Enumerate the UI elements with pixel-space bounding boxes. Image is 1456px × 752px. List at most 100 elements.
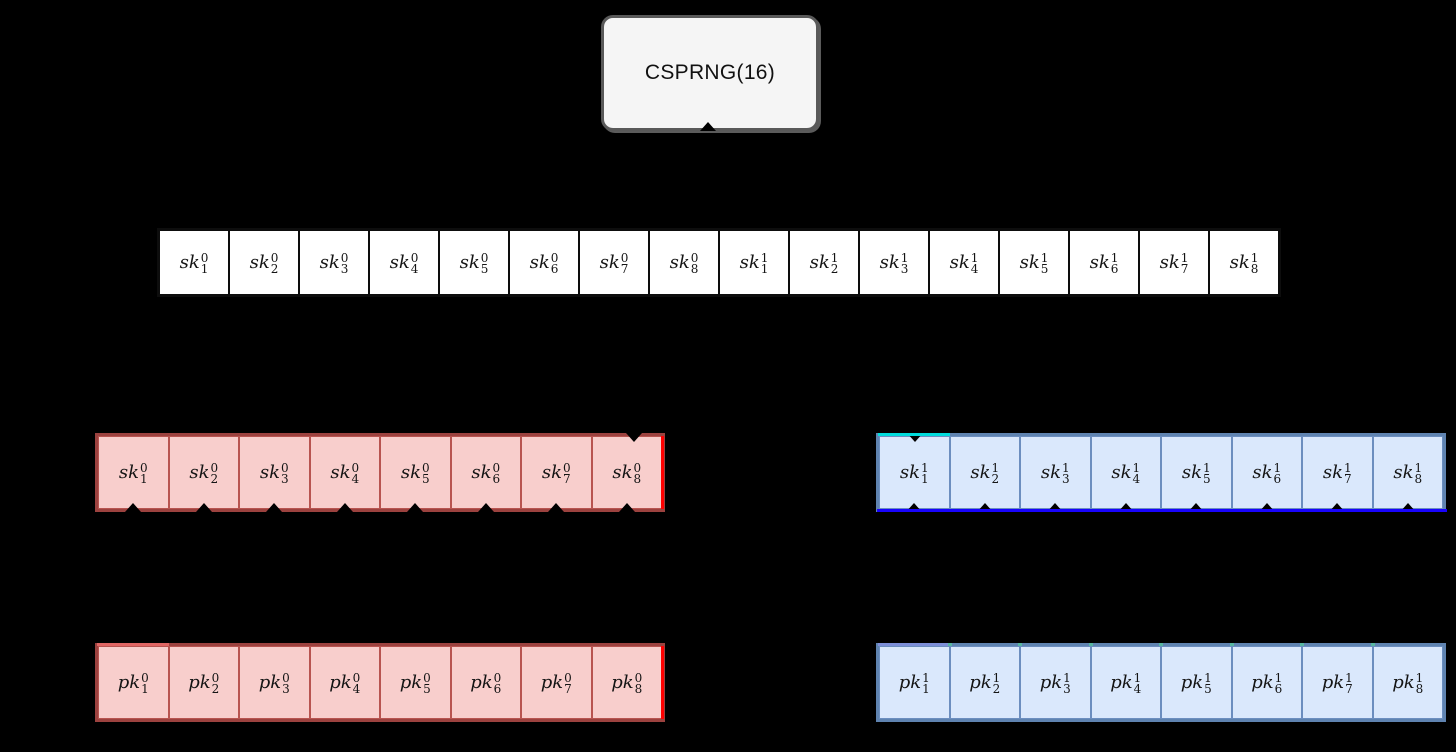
- key-cell-base: sk: [1159, 252, 1180, 273]
- arrow-notch: [976, 503, 993, 512]
- key-cell-base: sk: [541, 462, 562, 483]
- key-cell-subscript: 5: [1203, 471, 1211, 486]
- csprng-node[interactable]: CSPRNG(16): [601, 15, 819, 131]
- key-cell-subscript: 6: [1110, 261, 1119, 276]
- key-cell-superscript: 1: [900, 250, 909, 265]
- key-cell-base: sk: [1322, 462, 1343, 483]
- row-top-highlight: [97, 643, 169, 646]
- key-cell-base: sk: [1229, 252, 1250, 273]
- key-cell-superscript: 1: [1063, 670, 1071, 685]
- key-cell-base: sk: [459, 252, 480, 273]
- key-cell-superscript: 0: [620, 250, 629, 265]
- key-cell-base: sk: [1111, 462, 1132, 483]
- key-cell-subscript: 8: [634, 681, 643, 696]
- key-cell-subscript: 1: [141, 681, 149, 696]
- key-cell-superscript: 0: [140, 460, 148, 475]
- key-cell-base: pk: [329, 672, 352, 693]
- key-cell-subscript: 3: [281, 471, 289, 486]
- key-cell-base: pk: [611, 672, 634, 693]
- red-edge-accent: [661, 436, 664, 509]
- key-cell-subscript: 2: [210, 471, 219, 486]
- key-cell-base: sk: [249, 252, 270, 273]
- key-cell-superscript: 1: [1415, 670, 1424, 685]
- key-cell-superscript: 1: [1250, 250, 1259, 265]
- key-cell-subscript: 8: [1250, 261, 1259, 276]
- key-cell-base: sk: [471, 462, 492, 483]
- key-cell-base: pk: [399, 672, 423, 693]
- arrow-notch: [626, 433, 642, 442]
- key-cell-subscript: 7: [1345, 681, 1353, 696]
- key-cell-base: pk: [1392, 672, 1415, 693]
- key-cell-subscript: 8: [690, 261, 699, 276]
- arrow-tip-dot: [1300, 643, 1304, 646]
- key-cell-subscript: 5: [423, 681, 431, 696]
- key-cell-base: sk: [529, 252, 550, 273]
- key-cell-superscript: 0: [210, 460, 219, 475]
- key-cell-superscript: 1: [970, 250, 979, 265]
- key-cell-base: sk: [1181, 462, 1202, 483]
- key-cell-subscript: 3: [1062, 471, 1070, 486]
- key-cell-base: pk: [188, 672, 211, 693]
- key-cell-superscript: 0: [633, 460, 642, 475]
- key-cell-base: sk: [330, 462, 351, 483]
- key-cell-subscript: 1: [200, 261, 209, 276]
- key-cell-subscript: 3: [282, 681, 290, 696]
- key-cell-subscript: 6: [493, 681, 502, 696]
- key-cell-subscript: 7: [1344, 471, 1352, 486]
- arrow-notch: [906, 503, 923, 512]
- key-cell-superscript: 0: [281, 460, 289, 475]
- arrow-notch: [407, 503, 424, 512]
- key-cell-subscript: 5: [422, 471, 430, 486]
- arrow-notch: [907, 433, 923, 442]
- key-cell-subscript: 5: [1204, 681, 1212, 696]
- key-cell-superscript: 1: [1180, 250, 1189, 265]
- arrow-tip-dot: [1018, 643, 1022, 646]
- key-cell-superscript: 0: [200, 250, 209, 265]
- key-cell-superscript: 0: [690, 250, 699, 265]
- key-cell-subscript: 7: [564, 681, 572, 696]
- key-cell-superscript: 1: [1273, 460, 1282, 475]
- key-cell-subscript: 2: [830, 261, 839, 276]
- key-cell-subscript: 7: [1180, 261, 1189, 276]
- key-cell-subscript: 8: [1414, 471, 1423, 486]
- key-cell-subscript: 3: [340, 261, 349, 276]
- key-cell-superscript: 0: [351, 460, 360, 475]
- key-cell-superscript: 1: [1062, 460, 1070, 475]
- key-cell-superscript: 1: [1133, 670, 1142, 685]
- key-cell-subscript: 2: [211, 681, 220, 696]
- key-cell-superscript: 0: [563, 460, 571, 475]
- key-cell-base: sk: [739, 252, 760, 273]
- arrow-notch: [1188, 503, 1205, 512]
- key-cell-base: sk: [319, 252, 340, 273]
- key-cell-base: sk: [1393, 462, 1414, 483]
- key-cell-subscript: 4: [351, 471, 360, 486]
- key-cell-base: pk: [969, 672, 992, 693]
- key-cell-superscript: 1: [991, 460, 1000, 475]
